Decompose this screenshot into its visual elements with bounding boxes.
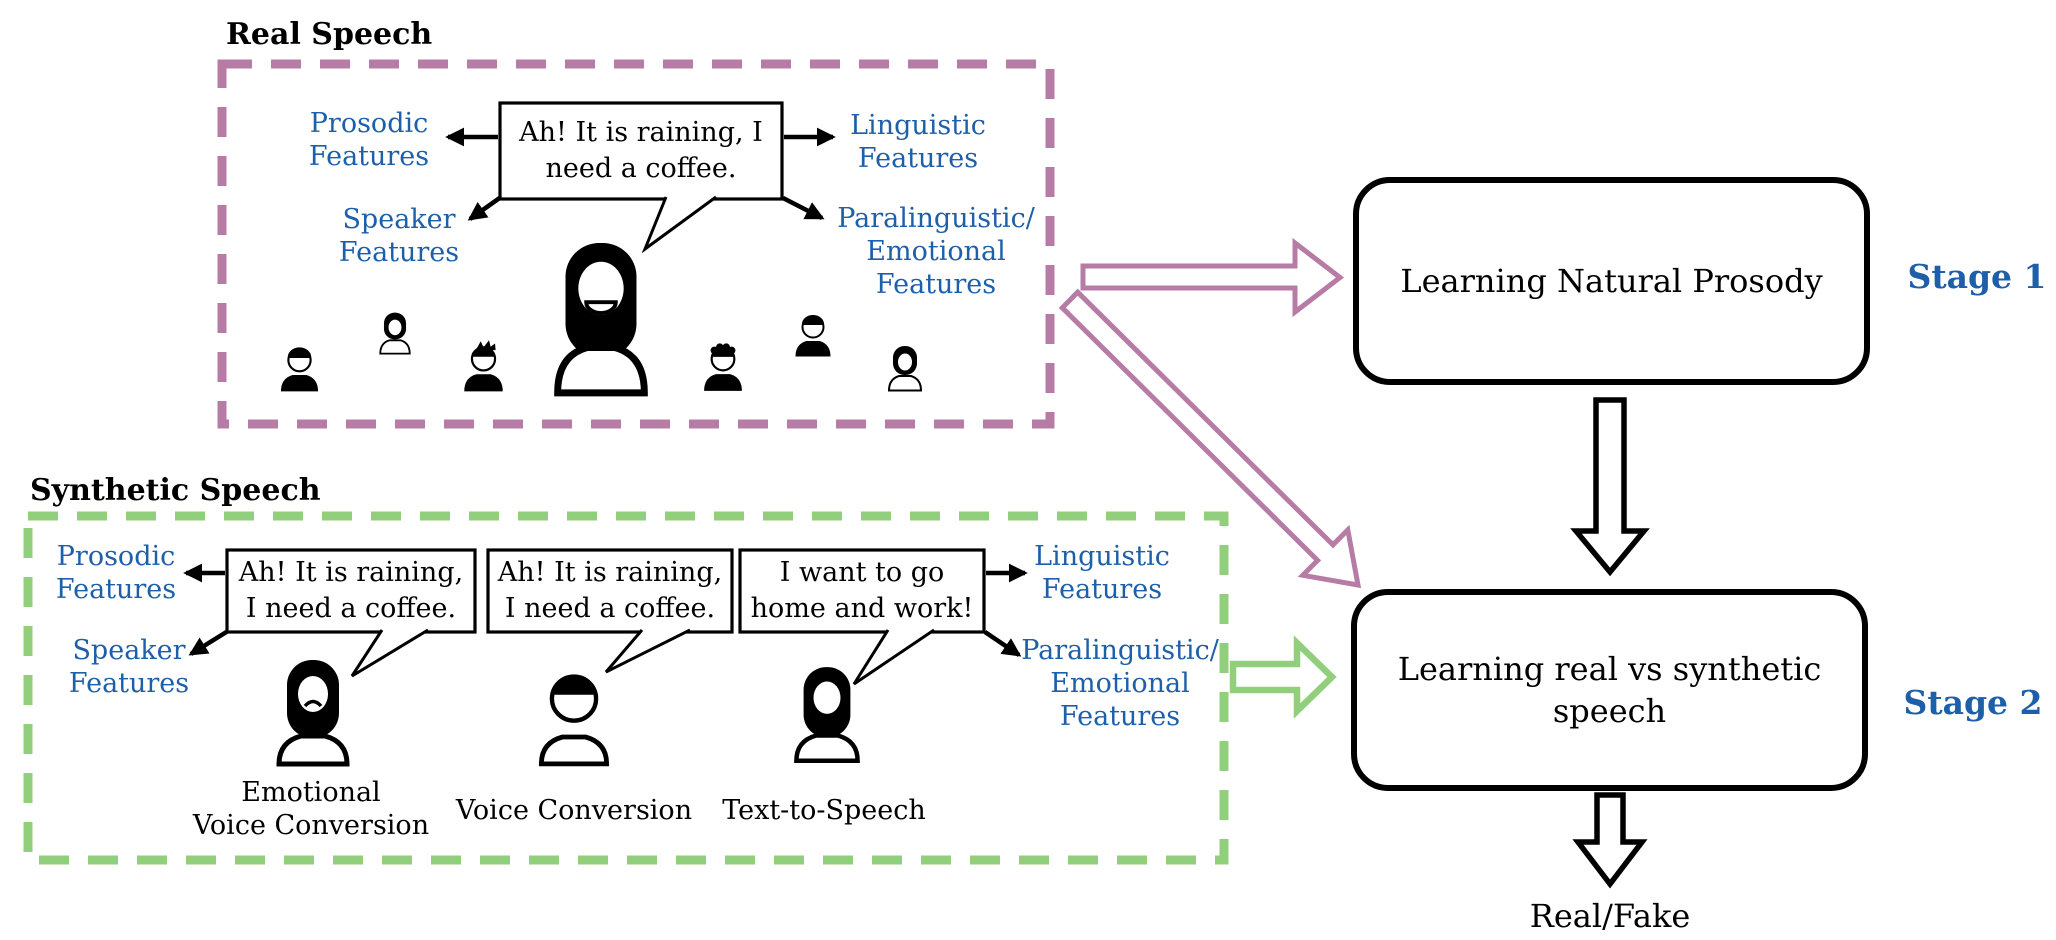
synthetic-paralinguistic-features-label: Paralinguistic/ Emotional Features (1021, 634, 1219, 732)
stage1-label: Stage 1 (1907, 256, 2047, 296)
stage2-box (1351, 589, 1868, 791)
man-curly-icon (702, 342, 744, 392)
stage2-label: Stage 2 (1903, 682, 2043, 722)
man-icon (541, 676, 606, 764)
evc-bubble-text: Ah! It is raining, I need a coffee. (238, 557, 464, 624)
real-speech-box (217, 59, 1055, 429)
woman-icon (887, 344, 923, 392)
synthetic-prosodic-features-label: Prosodic Features (55, 541, 177, 605)
tts-speech-bubble (738, 548, 986, 686)
synthetic-speech-box (23, 511, 1229, 865)
synthetic-to-stage2-arrow (1229, 635, 1337, 719)
stage2-box-label: Learning real vs synthetic speech (1397, 650, 1822, 730)
vc-bubble-text: Ah! It is raining, I need a coffee. (497, 557, 723, 624)
stage1-to-stage2-arrow (1570, 397, 1650, 577)
man-icon (794, 313, 832, 358)
emotional-voice-conversion-label: Emotional Voice Conversion (192, 777, 430, 841)
real-prosodic-features-label: Prosodic Features (308, 108, 430, 172)
tts-bubble-text: I want to go home and work! (750, 557, 974, 624)
real-to-stage1-arrow (1080, 237, 1345, 318)
vc-speech-bubble (486, 548, 734, 674)
stage1-box-label: Learning Natural Prosody (1400, 262, 1823, 300)
real-paralinguistic-features-label: Paralinguistic/ Emotional Features (837, 202, 1035, 300)
real-bubble-text: Ah! It is raining, I need a coffee. (519, 117, 763, 184)
real-speech-title: Real Speech (226, 16, 433, 52)
synthetic-linguistic-features-label: Linguistic Features (1034, 541, 1170, 605)
man-spiky-icon (463, 339, 504, 393)
woman-icon (796, 667, 857, 761)
real-fake-output-label: Real/Fake (1529, 897, 1691, 936)
man-icon (279, 346, 320, 393)
real-to-stage2-arrow (1058, 288, 1362, 589)
voice-conversion-label: Voice Conversion (455, 794, 693, 826)
synthetic-feature-arrows (183, 563, 1028, 657)
sad-woman-icon (279, 660, 347, 764)
real-feature-arrows (445, 127, 836, 221)
evc-speech-bubble (225, 548, 477, 678)
real-speaker-features-label: Speaker Features (338, 204, 460, 268)
synthetic-speech-title: Synthetic Speech (30, 472, 321, 508)
real-speech-bubble (498, 101, 784, 254)
text-to-speech-label: Text-to-Speech (722, 794, 926, 826)
synthetic-speaker-features-label: Speaker Features (68, 635, 190, 699)
stage2-to-output-arrow (1572, 792, 1648, 889)
speaking-woman-icon (558, 243, 645, 393)
real-linguistic-features-label: Linguistic Features (850, 110, 986, 174)
stage1-box (1353, 177, 1870, 385)
synthetic-speaker-icons (279, 660, 858, 764)
woman-icon (379, 311, 411, 355)
